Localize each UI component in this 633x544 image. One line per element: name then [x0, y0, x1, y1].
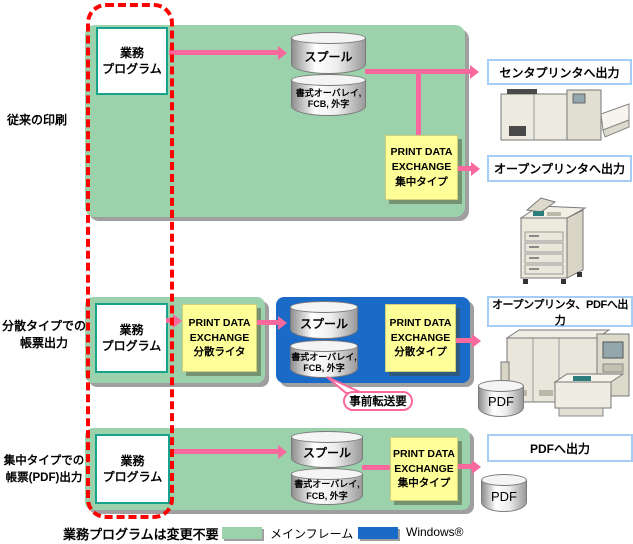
spool-cylinder: スプール	[291, 431, 363, 468]
output-open-printer-box: オープンプリンタへ出力	[487, 155, 632, 182]
spool-cylinder: スプール	[290, 301, 358, 339]
cylinder-top	[291, 74, 366, 86]
flow-arrow-program-to-writer	[166, 313, 182, 328]
spool-label: スプール	[304, 49, 353, 64]
flow-line-spool-to-pde	[362, 465, 390, 470]
flow-arrow-pde-to-pdf	[458, 459, 481, 474]
pdf-cylinder: PDF	[478, 380, 524, 417]
pde-distributed-writer-box: PRINT DATA EXCHANGE 分散ライタ	[182, 304, 257, 372]
legend-windows-swatch	[358, 527, 398, 539]
overlay-label: 書式オーバレイ, FCB, 外字	[291, 351, 357, 373]
spool-label: スプール	[299, 316, 348, 331]
overlay-label: 書式オーバレイ, FCB, 外字	[294, 479, 360, 501]
pde-central-box: PRINT DATA EXCHANGE 集中タイプ	[385, 135, 458, 200]
central-pdf-program-box: 業務 プログラム	[95, 434, 170, 504]
conventional-program-box: 業務 プログラム	[96, 27, 168, 95]
flow-line-branch-down	[416, 71, 421, 135]
conventional-section-label: 従来の印刷	[6, 113, 67, 127]
pdf-cylinder: PDF	[481, 474, 527, 512]
cylinder-top	[291, 468, 363, 480]
pde-distributed-type-box: PRINT DATA EXCHANGE 分散タイプ	[385, 304, 456, 372]
flow-arrow-writer-to-spool	[257, 315, 287, 330]
legend-windows-label: Windows®	[406, 525, 464, 539]
cylinder-top	[291, 32, 366, 44]
flow-arrow-pde-to-open-printer-pdf	[456, 333, 481, 348]
cylinder-body	[291, 38, 366, 74]
spool-cylinder: スプール	[291, 32, 366, 74]
pdf-label: PDF	[491, 488, 517, 504]
cylinder-top	[291, 431, 363, 443]
spool-label: スプール	[302, 446, 351, 460]
overlay-cylinder: 書式オーバレイ, FCB, 外字	[290, 340, 358, 378]
cylinder-top	[478, 380, 524, 392]
output-center-printer-box: センタプリンタへ出力	[487, 59, 632, 85]
cylinder-top	[481, 474, 527, 486]
overlay-label: 書式オーバレイ, FCB, 外字	[295, 87, 362, 109]
central-pdf-section-label: 集中タイプでの 帳票(PDF)出力	[3, 455, 85, 484]
pre-transfer-callout: 事前転送要	[343, 391, 413, 411]
output-open-printer-pdf-box: オープンプリンタ、PDFへ出力	[487, 296, 633, 327]
legend-note: 業務プログラムは変更不要	[63, 527, 219, 542]
pdf-label: PDF	[488, 394, 514, 410]
cylinder-top	[290, 301, 358, 313]
cylinder-body	[291, 80, 366, 116]
pde-central-box: PRINT DATA EXCHANGE 集中タイプ	[390, 437, 458, 501]
flow-arrow-pde-to-open-printer	[458, 161, 480, 176]
overlay-cylinder: 書式オーバレイ, FCB, 外字	[291, 74, 366, 116]
cylinder-top	[290, 340, 358, 352]
overlay-cylinder: 書式オーバレイ, FCB, 外字	[291, 468, 363, 505]
legend-mainframe-swatch	[222, 527, 262, 539]
output-pdf-box: PDFへ出力	[487, 434, 633, 462]
open-printer-illustration	[505, 188, 595, 286]
flow-arrow-program-to-spool	[169, 45, 287, 60]
flow-arrow-program-to-spool	[172, 444, 287, 459]
legend-mainframe-label: メインフレーム	[270, 527, 354, 541]
distributed-program-box: 業務 プログラム	[95, 303, 168, 373]
distributed-section-label: 分散タイプでの 帳票出力	[2, 319, 87, 351]
center-printer-illustration	[495, 86, 631, 146]
